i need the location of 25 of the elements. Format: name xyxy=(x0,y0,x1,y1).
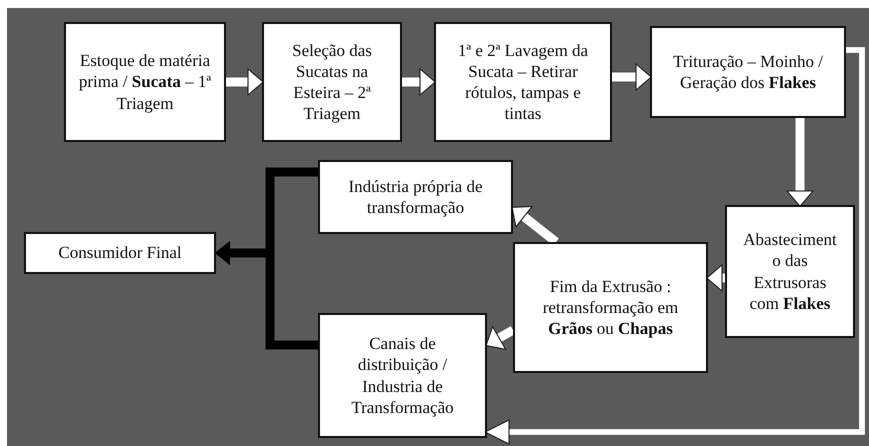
process-box xyxy=(434,22,612,142)
block-arrow xyxy=(485,326,516,350)
step-text: Consumidor Final xyxy=(58,242,182,264)
process-box xyxy=(24,232,216,274)
process-box xyxy=(64,22,226,142)
step-text: Abasteciment o das Extrusoras com Flakes xyxy=(742,229,838,314)
block-arrow xyxy=(226,68,264,96)
step-text: Seleção das Sucatas na Esteira – 2ª Triagem xyxy=(291,40,373,124)
step-text: Canais de distribuição / Industria de Transformação xyxy=(350,333,455,418)
process-box xyxy=(262,22,402,142)
block-arrow xyxy=(612,63,652,91)
process-box xyxy=(318,160,513,234)
block-arrow xyxy=(786,118,814,207)
block-arrow xyxy=(706,264,725,292)
step-text: Indústria própria de transformação xyxy=(347,176,484,218)
step-text: 1ª e 2ª Lavagem da Sucata – Retirar rótulos, tampas e tintas xyxy=(456,40,590,124)
arrow xyxy=(214,241,318,350)
step-text: Fim da Extrusão : retransformação em Grãos ou Chapas xyxy=(542,276,680,340)
process-box xyxy=(513,242,708,373)
process-box xyxy=(725,205,855,338)
process-box xyxy=(318,313,487,438)
process-box xyxy=(650,26,846,118)
step-text: Estoque de matéria prima / Sucata – 1ª Triagem xyxy=(78,50,212,114)
step-text: Trituração – Moinho / Geração dos Flakes xyxy=(672,50,824,94)
block-arrow xyxy=(402,68,436,96)
